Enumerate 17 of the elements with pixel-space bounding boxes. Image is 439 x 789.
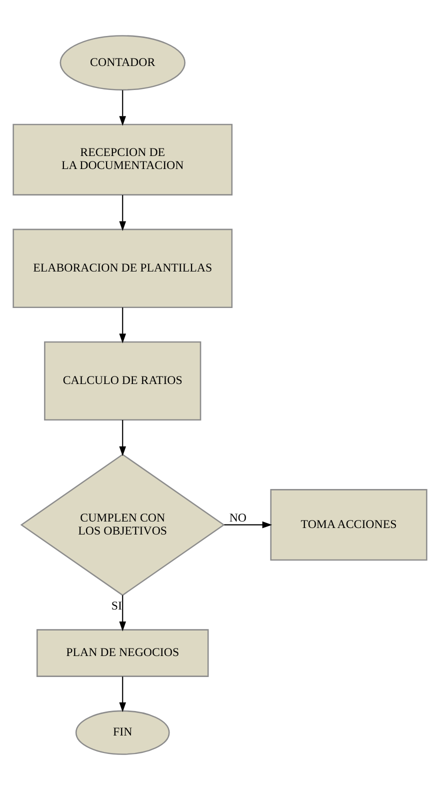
- node-box: TOMA ACCIONES: [270, 488, 427, 560]
- node-box: ELABORACION DE PLANTILLAS: [12, 228, 232, 308]
- node-diamond: CUMPLEN CON LOS OBJETIVOS: [20, 453, 224, 596]
- edge-label: NO: [228, 510, 246, 524]
- arrow: [118, 194, 126, 231]
- node-box: PLAN DE NEGOCIOS: [36, 628, 208, 676]
- node-ellipse: FIN: [74, 710, 170, 754]
- edge-label: SI: [110, 598, 122, 612]
- arrow: [224, 520, 272, 528]
- arrow: [118, 90, 126, 126]
- node-box: RECEPCION DE LA DOCUMENTACION: [12, 123, 232, 195]
- node-ellipse: CONTADOR: [59, 34, 185, 90]
- arrow: [118, 420, 126, 456]
- arrow: [118, 594, 126, 631]
- arrow: [118, 676, 126, 712]
- node-box: CALCULO DE RATIOS: [44, 340, 201, 420]
- arrow: [118, 306, 126, 343]
